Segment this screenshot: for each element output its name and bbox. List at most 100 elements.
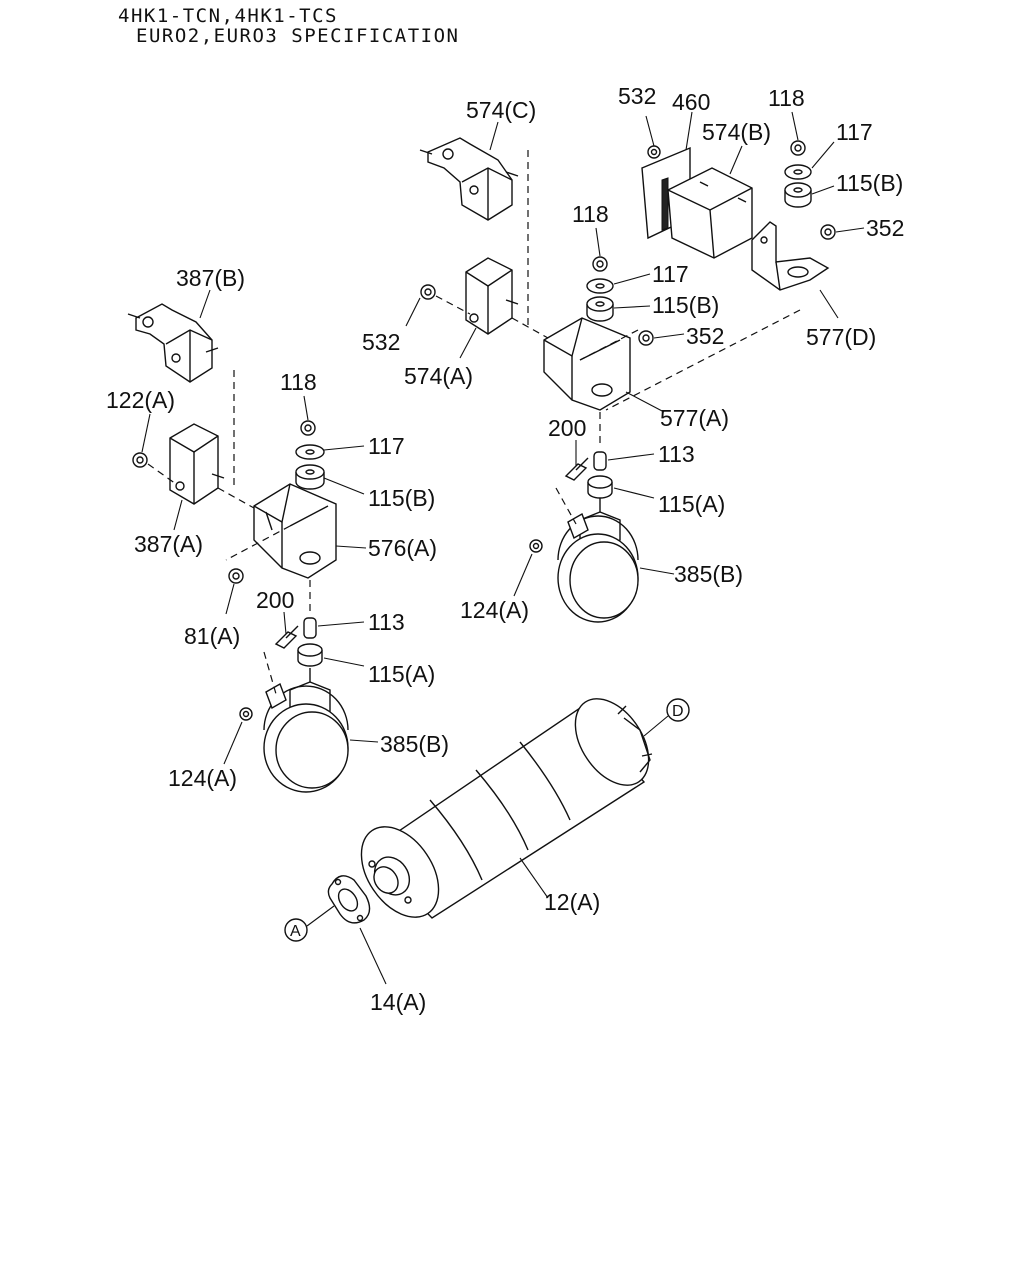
washer-117-top [784, 164, 812, 180]
nut-352-mid [638, 330, 654, 346]
leader-352-mid [653, 333, 685, 339]
callout-574a: 574(A) [404, 363, 473, 389]
callout-122a: 122(A) [106, 387, 175, 413]
muffler-12a [360, 698, 653, 919]
callout-115a-left: 115(A) [368, 661, 435, 687]
leader-81a [225, 583, 235, 615]
bracket-574a [465, 257, 519, 335]
nut-118-top [790, 140, 806, 156]
bracket-576a [253, 483, 337, 579]
guide-line-532 [435, 295, 471, 315]
collar-113-right [593, 451, 607, 471]
guide-line-clamp-left [263, 651, 277, 695]
nut-532-top [647, 145, 661, 159]
nut-124a-left [239, 707, 253, 721]
rubber-115b-mid [586, 296, 614, 322]
leader-574b [729, 145, 743, 175]
leader-574c [489, 121, 499, 151]
leader-352-top [835, 227, 865, 233]
leader-200-left [283, 611, 287, 635]
bracket-574c [419, 137, 519, 221]
callout-115b-left: 115(B) [368, 485, 435, 511]
leader-marker-d [643, 715, 669, 737]
leader-115b-mid [613, 305, 651, 309]
callout-118-top: 118 [768, 85, 805, 111]
callout-387b: 387(B) [176, 265, 245, 291]
leader-113-right [607, 453, 655, 461]
rubber-115b-left [295, 464, 325, 490]
leader-574a [459, 327, 477, 359]
callout-576a: 576(A) [368, 535, 437, 561]
bolt-200-right [564, 457, 589, 481]
rubber-115b-top [784, 182, 812, 208]
callout-113-right: 113 [658, 441, 695, 467]
leader-117-top [811, 141, 835, 169]
callout-113-left: 113 [368, 609, 405, 635]
reference-marker-d-label: D [672, 703, 684, 720]
leader-385b-left [349, 739, 379, 743]
nut-81a [228, 568, 244, 584]
collar-113-left [303, 617, 317, 639]
bracket-387b [127, 303, 219, 383]
callout-117-top: 117 [836, 119, 873, 145]
callout-115a-right: 115(A) [658, 491, 725, 517]
leader-113-left [317, 621, 365, 627]
callout-14a: 14(A) [370, 989, 426, 1015]
guide-line-clamp-right [555, 487, 577, 525]
callout-577a: 577(A) [660, 405, 729, 431]
callout-574c: 574(C) [466, 97, 536, 123]
leader-124a-right [513, 553, 533, 597]
leader-marker-a [306, 905, 335, 927]
callout-460: 460 [672, 89, 710, 115]
bracket-577a [543, 317, 631, 411]
gasket-14a [327, 875, 371, 924]
bracket-574b [667, 167, 753, 259]
callout-118-left: 118 [280, 369, 317, 395]
leader-122a [141, 413, 151, 453]
rubber-115a-right [587, 475, 613, 499]
leader-576a [335, 545, 367, 549]
leader-118-left [303, 395, 309, 421]
clamp-385b-right [557, 498, 639, 623]
leader-115a-right [613, 487, 655, 499]
bracket-577d [751, 221, 830, 291]
leader-577d [819, 289, 839, 319]
clamp-385b-left [263, 668, 349, 793]
callout-385b-left: 385(B) [380, 731, 449, 757]
nut-118-left [300, 420, 316, 436]
washer-117-mid [586, 278, 614, 294]
bracket-387a [169, 423, 225, 505]
leader-124a-left [223, 721, 243, 765]
leader-12a [519, 857, 549, 899]
reference-marker-a-label: A [290, 923, 301, 940]
leader-14a [359, 927, 387, 985]
callout-117-left: 117 [368, 433, 405, 459]
leader-387a [173, 499, 183, 531]
callout-574b: 574(B) [702, 119, 771, 145]
leader-385b-right [639, 567, 675, 575]
callout-532-mid: 532 [362, 329, 400, 355]
nut-124a-right [529, 539, 543, 553]
callout-124a-left: 124(A) [168, 765, 237, 791]
guide-line-577d [605, 309, 801, 411]
callout-124a-right: 124(A) [460, 597, 529, 623]
diagram-title-line1: 4HK1-TCN,4HK1-TCS [118, 5, 338, 27]
leader-460 [685, 111, 693, 151]
callout-200-left: 200 [256, 587, 294, 613]
guide-line-387a [217, 487, 255, 509]
callout-385b-right: 385(B) [674, 561, 743, 587]
leader-115b-top [811, 185, 835, 195]
callout-577d: 577(D) [806, 324, 876, 350]
callout-352-top: 352 [866, 215, 904, 241]
callout-115b-mid: 115(B) [652, 292, 719, 318]
leader-117-mid [613, 273, 651, 285]
guide-line-574a [511, 317, 549, 339]
guide-line-81a [225, 525, 291, 561]
callout-117-mid: 117 [652, 261, 689, 287]
reference-marker-a: A [284, 918, 308, 942]
callout-115b-top: 115(B) [836, 170, 903, 196]
washer-117-left [295, 444, 325, 460]
rubber-115a-left [297, 643, 323, 667]
leader-118-mid [595, 227, 601, 257]
